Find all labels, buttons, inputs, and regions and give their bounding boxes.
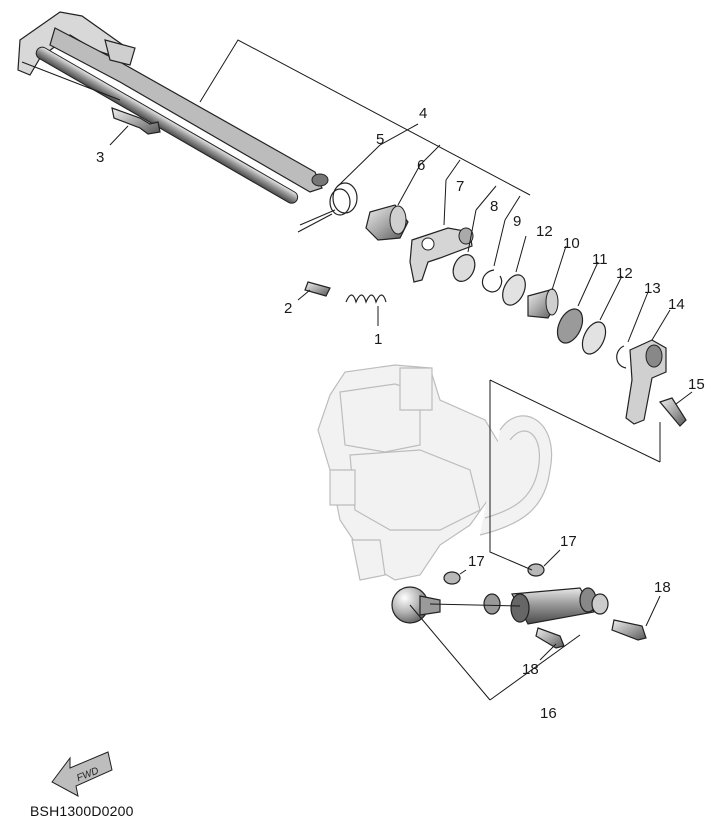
bolt-part-15 xyxy=(658,397,687,427)
oil-seal-part-11 xyxy=(556,308,584,344)
diagram-code: BSH1300D0200 xyxy=(30,803,134,819)
callout-12b: 12 xyxy=(616,265,633,282)
callout-15: 15 xyxy=(688,376,705,393)
callout-18b: 18 xyxy=(654,579,671,596)
callout-8: 8 xyxy=(490,198,498,215)
callout-12a: 12 xyxy=(536,223,553,240)
nut-part-17b xyxy=(527,563,545,577)
callout-labels: 1 2 3 4 5 6 7 8 9 10 11 12 12 13 14 15 1… xyxy=(96,105,705,722)
fwd-arrow-icon: FWD xyxy=(51,751,113,797)
callout-2: 2 xyxy=(284,300,292,317)
engine-housing-ghost xyxy=(317,364,553,581)
washer-part-12b xyxy=(581,321,607,355)
nut-part-17a xyxy=(443,571,461,585)
callout-17a: 17 xyxy=(468,553,485,570)
callout-6: 6 xyxy=(417,157,425,174)
bolt-part-18b xyxy=(611,619,647,641)
callout-9: 9 xyxy=(513,213,521,230)
callout-14: 14 xyxy=(668,296,685,313)
callout-16: 16 xyxy=(540,705,557,722)
callout-7: 7 xyxy=(456,178,464,195)
callout-5: 5 xyxy=(376,131,384,148)
washer-part-12a xyxy=(502,274,526,306)
bolt-part-2 xyxy=(304,281,331,297)
bearing-part-10 xyxy=(527,288,559,319)
callout-11: 11 xyxy=(592,251,608,268)
callout-17b: 17 xyxy=(560,533,577,550)
leader-lines xyxy=(21,39,693,701)
damper-assembly-part-16 xyxy=(391,586,609,625)
spring-part-1 xyxy=(345,294,387,304)
callout-10: 10 xyxy=(563,235,580,252)
callout-13: 13 xyxy=(644,280,661,297)
circlip-part-13 xyxy=(616,345,627,369)
torsion-spring-part-5 xyxy=(297,182,358,233)
shift-arm-part-14 xyxy=(625,339,667,425)
circlip-part-9 xyxy=(481,269,503,293)
callout-4: 4 xyxy=(419,105,427,122)
shift-shaft-assembly xyxy=(17,11,329,204)
washer-part-8 xyxy=(452,254,476,282)
callout-1: 1 xyxy=(374,331,382,348)
pin-part-3 xyxy=(111,107,161,135)
collar-part-6 xyxy=(365,204,409,241)
shift-lever-part-7 xyxy=(409,227,474,283)
callout-3: 3 xyxy=(96,149,104,166)
callout-18a: 18 xyxy=(522,661,539,678)
bolt-part-18a xyxy=(535,627,565,649)
